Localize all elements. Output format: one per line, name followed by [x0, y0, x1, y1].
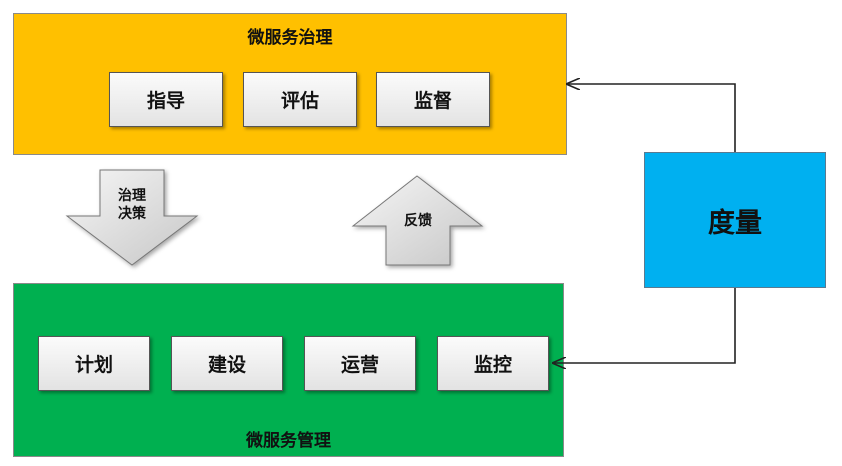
management-item-operate[interactable]: 运营 — [304, 336, 416, 391]
management-title: 微服务管理 — [246, 431, 331, 451]
metric-box[interactable]: 度量 — [644, 152, 826, 288]
governance-item-guide[interactable]: 指导 — [109, 72, 223, 127]
metric-to-management-connector — [553, 288, 736, 363]
metric-to-governance-connector — [567, 84, 736, 152]
governance-title: 微服务治理 — [247, 28, 333, 48]
feedback-arrow-label: 反馈 — [404, 213, 432, 229]
decision-label-line2: 决策 — [118, 206, 146, 222]
management-item-monitor[interactable]: 监控 — [437, 336, 549, 391]
decision-arrow-label: 治理 决策 — [104, 187, 160, 223]
feedback-up-arrow — [351, 175, 484, 266]
governance-item-supervise[interactable]: 监督 — [376, 72, 490, 127]
management-item-plan[interactable]: 计划 — [38, 336, 150, 391]
decision-label-line1: 治理 — [118, 188, 146, 204]
governance-item-evaluate[interactable]: 评估 — [243, 72, 357, 127]
decision-down-arrow — [65, 169, 199, 266]
management-item-build[interactable]: 建设 — [171, 336, 283, 391]
